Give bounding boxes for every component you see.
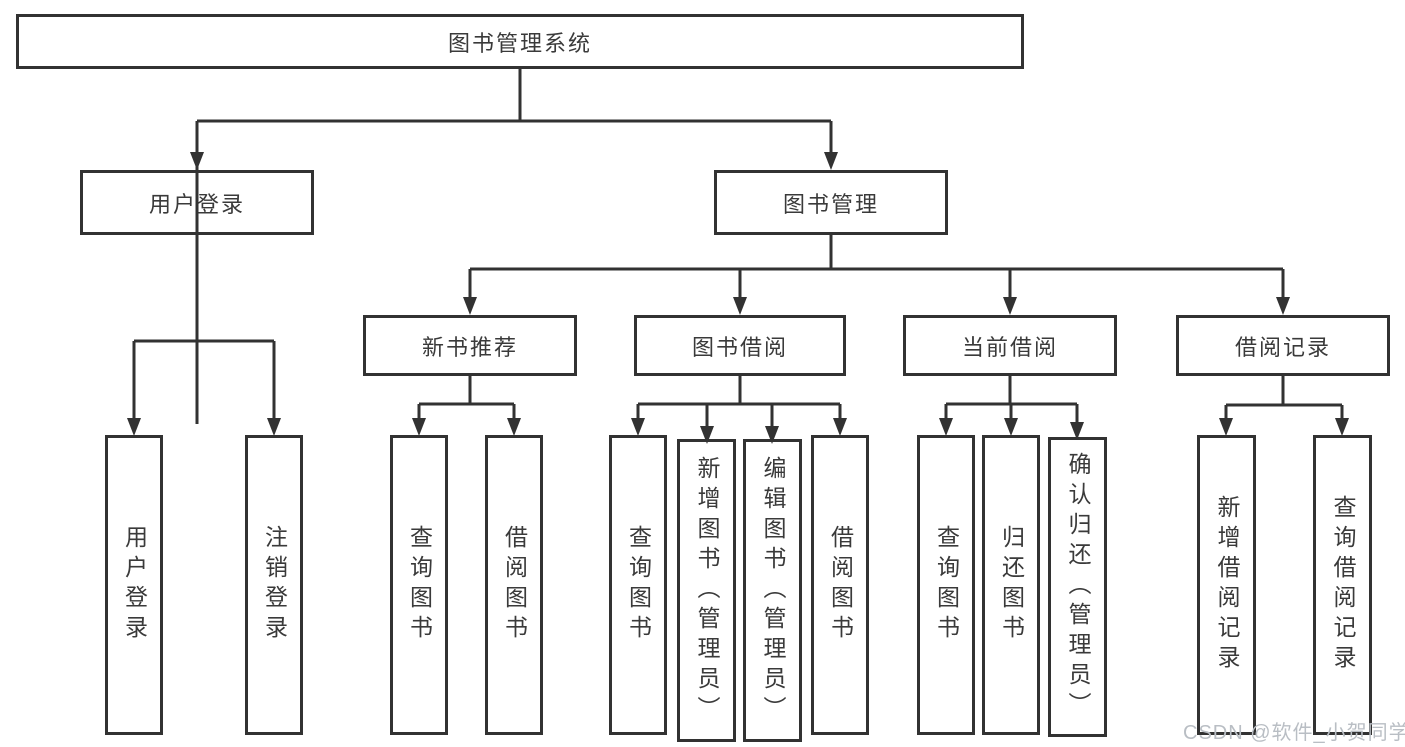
leaf-current-return: 归还图书 (982, 435, 1040, 735)
leaf-borrow-query: 查询图书 (609, 435, 667, 735)
node-label: 归还图书 (998, 525, 1025, 645)
node-label: 图书管理系统 (447, 30, 592, 56)
node-label: 新增图书（管理员） (694, 455, 720, 726)
node-label: 注销登录 (261, 525, 288, 645)
leaf-logout-login: 注销登录 (245, 435, 303, 735)
node-label: 新书推荐 (421, 334, 518, 360)
leaf-current-query: 查询图书 (917, 435, 975, 735)
node-label: 查询图书 (406, 525, 433, 645)
leaf-records-query: 查询借阅记录 (1313, 435, 1372, 735)
node-current-borrow: 当前借阅 (903, 315, 1117, 376)
leaf-records-add: 新增借阅记录 (1197, 435, 1256, 735)
csdn-watermark: CSDN @软件_小贺同学 (1183, 722, 1405, 744)
node-label: 新增借阅记录 (1214, 495, 1240, 675)
node-label: 查询借阅记录 (1330, 495, 1356, 675)
leaf-current-confirm-admin: 确认归还（管理员） (1048, 437, 1107, 737)
node-label: 图书管理 (782, 191, 879, 217)
node-book-borrow: 图书借阅 (634, 315, 846, 376)
connector-records-split (1219, 376, 1349, 436)
node-label: 用户登录 (148, 191, 245, 217)
leaf-new-books-query: 查询图书 (390, 435, 448, 735)
node-new-book-recommend: 新书推荐 (363, 315, 577, 376)
node-label: 图书借阅 (691, 334, 788, 360)
node-label: 借阅图书 (827, 525, 854, 645)
node-label: 借阅记录 (1234, 334, 1331, 360)
connector-current-borrow-split (939, 376, 1084, 440)
connector-book-mgmt-split (463, 235, 1290, 315)
leaf-user-login: 用户登录 (105, 435, 163, 735)
node-book-management: 图书管理 (714, 170, 948, 235)
node-borrow-records: 借阅记录 (1176, 315, 1390, 376)
node-label: 当前借阅 (961, 334, 1058, 360)
node-label: 查询图书 (933, 525, 960, 645)
node-label: 查询图书 (625, 525, 652, 645)
node-user-login: 用户登录 (80, 170, 314, 235)
leaf-borrow-edit-admin: 编辑图书（管理员） (743, 439, 802, 742)
node-label: 用户登录 (121, 525, 148, 645)
connector-new-books-split (412, 376, 521, 436)
leaf-borrow-add-admin: 新增图书（管理员） (677, 439, 736, 742)
node-root: 图书管理系统 (16, 14, 1024, 69)
connector-user-login-split (127, 235, 281, 436)
connector-book-borrow-split (631, 376, 847, 444)
leaf-new-books-borrow: 借阅图书 (485, 435, 543, 735)
node-label: 确认归还（管理员） (1065, 452, 1091, 722)
node-label: 编辑图书（管理员） (760, 455, 786, 726)
leaf-borrow-borrow: 借阅图书 (811, 435, 869, 735)
node-label: 借阅图书 (501, 525, 528, 645)
